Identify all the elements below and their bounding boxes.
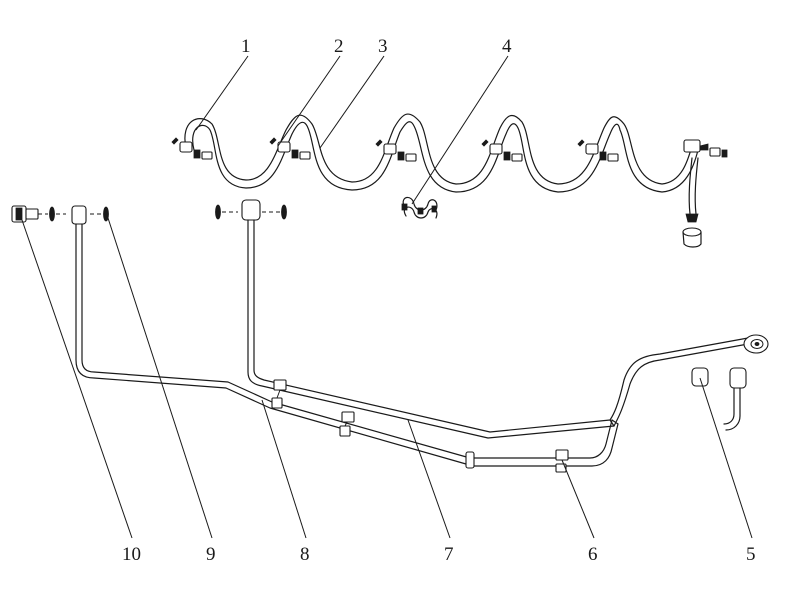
callout-8: 8 [300, 544, 310, 565]
leader-6 [561, 459, 595, 539]
leader-3 [319, 55, 385, 149]
callout-1: 1 [241, 36, 251, 57]
leader-9 [107, 217, 213, 539]
pipe-clamp-2 [339, 411, 355, 437]
banjo-fitting-4 [481, 139, 523, 162]
callout-numbers: 1 2 3 4 5 6 7 8 9 10 [122, 36, 756, 565]
leader-8 [261, 399, 307, 539]
washer-left [49, 206, 55, 222]
callout-leaders [21, 55, 753, 539]
fuel-pipe-part-8 [71, 205, 471, 465]
callout-6: 6 [588, 544, 598, 565]
injector-return-hose-chain [171, 113, 728, 248]
leader-10 [21, 219, 133, 539]
banjo-fitting-2 [269, 137, 311, 160]
callout-2: 2 [334, 36, 344, 57]
banjo-fitting-5 [577, 139, 619, 162]
pipe-ring-fitting [743, 334, 769, 354]
callout-10: 10 [122, 544, 141, 565]
washer-part-9 [103, 206, 109, 222]
callout-5: 5 [746, 544, 756, 565]
callout-7: 7 [444, 544, 454, 565]
leader-2 [277, 55, 341, 147]
fuel-pipe-assembly [11, 199, 769, 473]
callout-3: 3 [378, 36, 388, 57]
fuel-pipe-part-5 [691, 367, 747, 431]
banjo-fitting-6 [683, 139, 728, 158]
callout-4: 4 [502, 36, 512, 57]
hose-end-cap [682, 227, 702, 248]
banjo-fitting-1 [171, 137, 213, 160]
callout-9: 9 [206, 544, 216, 565]
pipe-clamp-1 [271, 379, 287, 409]
banjo-bolt-part-10 [11, 205, 39, 223]
leader-7 [407, 419, 451, 539]
fuel-pipe-part-6 [465, 419, 619, 469]
leader-5 [699, 377, 753, 539]
leader-1 [195, 55, 249, 131]
fuel-pipe-part-7 [241, 199, 769, 439]
leader-4 [411, 55, 509, 205]
banjo-fitting-3 [375, 139, 417, 162]
hose-clip-part-4 [401, 196, 438, 219]
washer-pair-center [215, 204, 287, 220]
